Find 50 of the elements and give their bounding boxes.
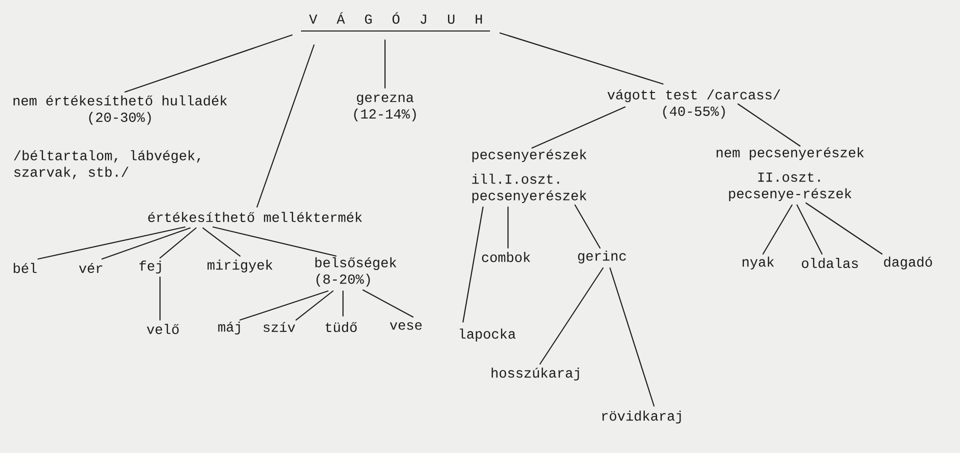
- root-heading: V Á G Ó J U H: [301, 12, 490, 32]
- category-label: gerezna (12-14%): [354, 94, 416, 122]
- branch-line: [531, 106, 626, 149]
- branch-line: [202, 227, 241, 257]
- branch-line: [239, 290, 329, 321]
- category-label: vér: [79, 263, 102, 273]
- branch-line: [159, 227, 197, 259]
- branch-line: [124, 34, 293, 93]
- category-label: oldalas: [802, 258, 858, 268]
- category-label: nyak: [742, 256, 774, 270]
- category-label: combok: [482, 252, 530, 262]
- branch-line: [256, 44, 315, 208]
- branch-line: [805, 202, 883, 255]
- branch-line: [609, 267, 655, 407]
- category-label: vágott test /carcass/ (40-55%): [608, 89, 780, 119]
- branch-line: [762, 204, 793, 255]
- category-label: velő: [146, 324, 179, 334]
- branch-line: [362, 289, 414, 318]
- branch-line: [37, 226, 186, 260]
- category-label: dagadó: [884, 256, 932, 270]
- branch-line: [499, 32, 664, 85]
- category-label: hosszúkaraj: [492, 368, 579, 380]
- category-label: bél: [14, 262, 37, 274]
- branch-line: [384, 39, 386, 89]
- category-label: belsőségek (8-20%): [315, 257, 396, 287]
- category-label: nem pecsenyerészek II.oszt. pecsenye-részek: [716, 147, 864, 202]
- category-label: fej: [140, 260, 161, 274]
- category-label: lapocka: [460, 328, 516, 342]
- branch-line: [101, 227, 191, 260]
- branch-line: [737, 103, 801, 147]
- category-label: szív: [264, 322, 296, 332]
- category-label: mirigyek: [208, 260, 272, 272]
- branch-line: [507, 206, 509, 249]
- category-label: vese: [390, 322, 422, 330]
- branch-line: [539, 267, 604, 365]
- branch-line: [796, 204, 823, 255]
- branch-line: [295, 290, 334, 321]
- branch-line: [574, 204, 601, 249]
- category-label: pecsenyerészek ill.I.oszt. pecsenyerészek: [472, 149, 586, 204]
- branch-line: [212, 226, 337, 257]
- category-label: gerinc: [578, 250, 626, 264]
- branch-line: [342, 290, 344, 317]
- category-label: rövidkaraj: [602, 410, 681, 424]
- category-label: értékesíthető melléktermék: [148, 212, 362, 222]
- note-text: /béltartalom, lábvégek, szarvak, stb./: [14, 150, 200, 180]
- branch-line: [159, 276, 161, 321]
- category-label: máj: [218, 322, 240, 334]
- branch-line: [462, 206, 484, 323]
- category-label: nem értékesíthető hulladék (20-30%): [14, 95, 227, 125]
- category-label: tüdő: [326, 322, 357, 332]
